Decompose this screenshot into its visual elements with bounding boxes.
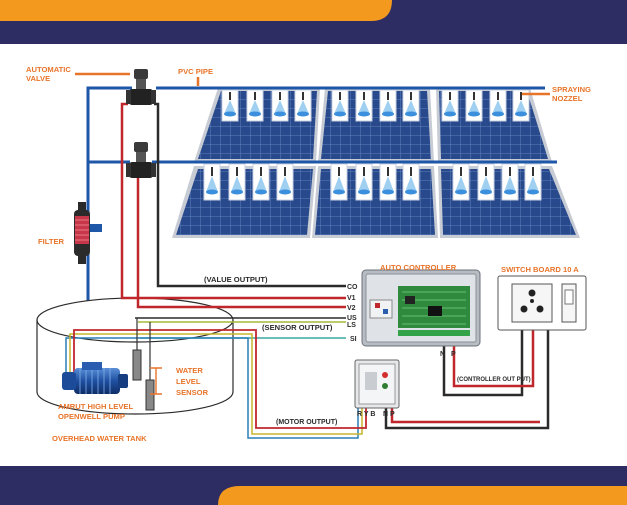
spraying-nozzle [465,89,483,122]
main-riser-pipe [86,86,132,330]
wire-v1 [120,102,346,300]
label-water-level-sensor: WATER [176,366,203,375]
spraying-nozzle [294,89,312,122]
spraying-nozzle [331,89,349,122]
starter-neutral-wire [384,322,550,430]
spraying-nozzle [276,163,294,201]
label-value-output: (VALUE OUTPUT) [204,275,268,284]
header-accent [0,0,392,21]
spraying-nozzle [330,163,348,201]
auto-controller-box [361,269,481,347]
spraying-nozzle [402,89,420,122]
spraying-nozzle [271,89,289,122]
motor-wire-y [69,333,363,435]
nozzle-row-bottom [203,163,542,201]
spraying-nozzle [402,163,420,201]
wiring [65,102,550,439]
spraying-nozzle [501,163,519,201]
openwell-pump [62,362,128,394]
spraying-nozzle [379,89,397,122]
terminal-si: SI [350,336,357,343]
terminal-ryb: R Y B [357,411,375,418]
label-spraying-nozzel: SPRAYING [552,85,591,94]
label-sensor-output: (SENSOR OUTPUT) [262,323,333,332]
terminal-co: CO [347,284,358,291]
solar-panel-cells [441,169,576,235]
label-auto-controller: AUTO CONTROLLER [380,263,457,272]
motor-wire-b [65,337,359,439]
water-level-sensor [132,318,162,411]
spraying-nozzle [524,163,542,201]
label-automatic-valve: AUTOMATIC [26,65,71,74]
spraying-nozzle [489,89,507,122]
spraying-nozzle [512,89,530,122]
label-controller-out-put: (CONTROLLER OUT PUT) [457,377,531,383]
spraying-nozzle [379,163,397,201]
terminal-us: US [347,315,357,322]
motor-starter-box [354,359,400,409]
motor-wire-r [73,329,367,429]
terminal-v2: V2 [347,305,356,312]
terminal-ls: LS [347,322,356,329]
automatic-valve-top [126,69,156,105]
starter-phase-wire [390,408,540,424]
terminal-n-controller: N [440,351,445,358]
switch-board [497,275,587,331]
spraying-nozzle [452,163,470,201]
terminal-np-starter: N P [383,411,395,418]
labels: AUTOMATIC VALVE PVC PIPE SPRAYING NOZZEL… [26,65,591,443]
filter-icon [74,202,102,264]
automatic-valve-bottom [126,142,156,178]
footer-accent [218,486,627,505]
label-spraying-nozzel: NOZZEL [552,94,583,103]
spraying-nozzle [246,89,264,122]
spraying-nozzle [355,163,373,201]
nozzle-row-top [221,89,530,122]
label-automatic-valve: VALVE [26,74,50,83]
label-openwell-pump: AMRUT HIGH LEVEL [58,402,133,411]
label-pvc-pipe: PVC PIPE [178,67,213,76]
spraying-nozzle [203,163,221,201]
spraying-nozzle [355,89,373,122]
controller-out-phase [452,322,535,388]
label-water-level-sensor: SENSOR [176,388,209,397]
label-motor-output: (MOTOR OUTPUT) [276,419,337,426]
spraying-nozzle [252,163,270,201]
label-water-level-sensor: LEVEL [176,377,201,386]
label-filter: FILTER [38,237,65,246]
spraying-nozzle [477,163,495,201]
spraying-nozzle [441,89,459,122]
terminal-p-controller: P [451,351,456,358]
controller-out-neutral [442,322,524,397]
spraying-nozzle [228,163,246,201]
spraying-nozzle [221,89,239,122]
label-openwell-pump: OPENWELL PUMP [58,412,125,421]
label-overhead-water-tank: OVERHEAD WATER TANK [52,434,147,443]
label-switch-board: SWITCH BOARD 10 A [501,265,579,274]
terminal-v1: V1 [347,295,356,302]
